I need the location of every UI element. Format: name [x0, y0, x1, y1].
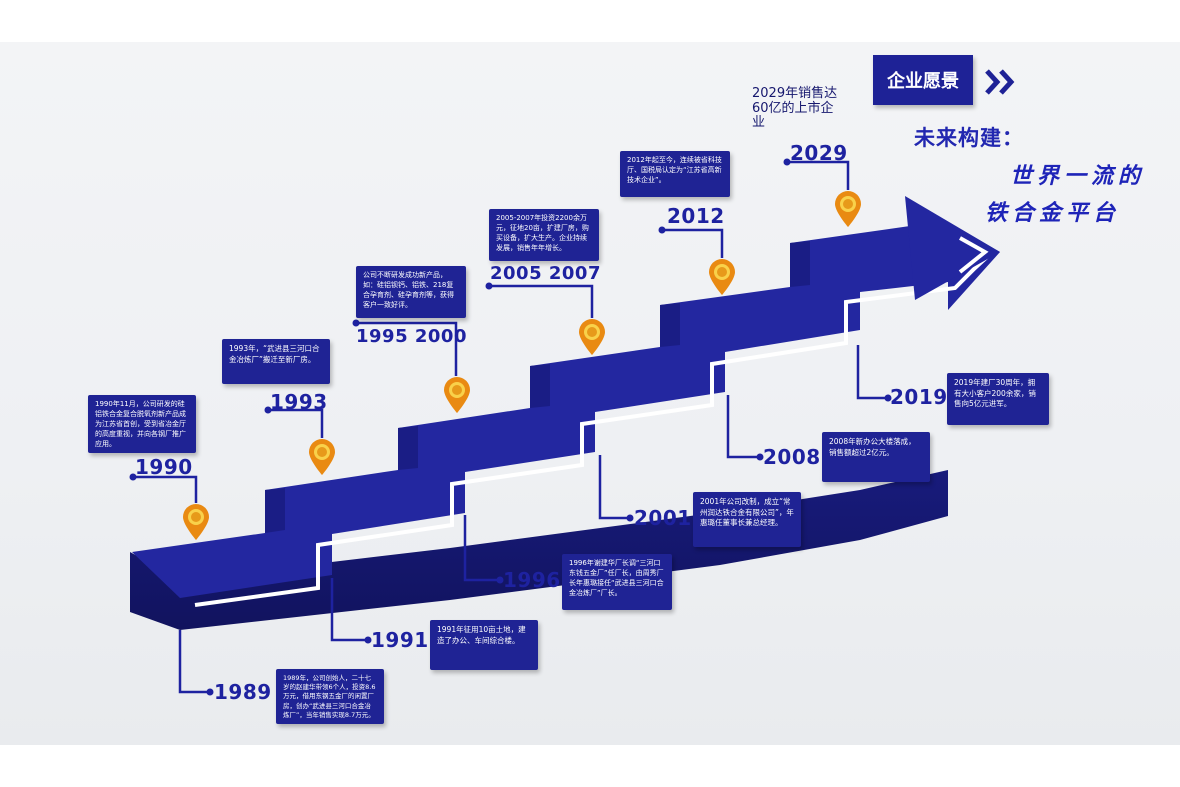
staircase-top-face [132, 200, 1000, 598]
location-pin-icon [183, 504, 209, 540]
slogan-line-1: 世界一流的 [1010, 163, 1146, 189]
milestone-text-1990: 1990年11月，公司研发的硅铝铁合金复合脱氧剂新产品成为江苏省首创，受到省冶金… [88, 395, 196, 453]
double-chevron-right-icon [985, 69, 1015, 95]
milestone-text-2012: 2012年起至今，连续被省科技厅、国税局认定为“江苏省高新技术企业”。 [620, 151, 730, 197]
vision-goal-year: 2029 [790, 141, 848, 165]
future-title: 未来构建： [914, 126, 1024, 150]
staircase-white-stripe [194, 254, 990, 607]
milestone-year-2019: 2019 [890, 385, 948, 409]
milestone-text-1989: 1989年，公司创始人，二十七岁的赵建华带领6个人，投资8.6万元，借用东钢五金… [276, 669, 384, 724]
milestone-year-1995-2000: 1995 2000 [356, 326, 467, 347]
milestone-text-1991: 1991年征用10亩土地，建造了办公、车间综合楼。 [430, 620, 538, 670]
vision-badge: 企业愿景 [873, 55, 973, 105]
milestone-text-2008: 2008年新办公大楼落成，销售额超过2亿元。 [822, 432, 930, 482]
location-pin-icon [579, 319, 605, 355]
milestone-text-2019: 2019年建厂30周年，拥有大小客户200余家，销售向5亿元进军。 [947, 373, 1049, 425]
arrow-head-icon [905, 196, 1000, 300]
location-pin-icon [309, 439, 335, 475]
milestone-year-1991: 1991 [371, 628, 429, 652]
milestone-year-2001: 2001 [634, 506, 692, 530]
milestone-year-1990: 1990 [135, 455, 193, 479]
milestone-text-1995-2000: 公司不断研发成功新产品，如：硅铝钡钙、铝铁、218复合孕育剂、硅孕育剂等，获得客… [356, 266, 466, 318]
milestone-year-2005-2007: 2005 2007 [490, 263, 601, 284]
milestone-year-2008: 2008 [763, 445, 821, 469]
location-pin-icon [444, 377, 470, 413]
location-pin-icon [835, 191, 861, 227]
milestone-year-2012: 2012 [667, 204, 725, 228]
milestone-year-1989: 1989 [214, 680, 272, 704]
slogan-line-2: 铁合金平台 [985, 200, 1121, 226]
vision-goal-text: 2029年销售达60亿的上市企业 [752, 86, 838, 131]
location-pin-icon [709, 259, 735, 295]
milestone-text-2005-2007: 2005-2007年投资2200余万元，征地20亩，扩建厂房，购买设备，扩大生产… [489, 209, 599, 261]
milestone-year-1996: 1996 [503, 568, 561, 592]
milestone-year-1993: 1993 [270, 390, 328, 414]
milestone-text-1993: 1993年，“武进县三河口合金冶炼厂”搬迁至新厂房。 [222, 339, 330, 384]
milestone-text-2001: 2001年公司改制，成立“常州润达铁合金有限公司”，年惠璐任董事长兼总经理。 [693, 492, 801, 547]
milestone-text-1996: 1996年谢建华厂长调“三河口东钱五金厂”任厂长，由周秀厂长年惠璐接任“武进县三… [562, 554, 672, 610]
bottom-connectors [178, 345, 888, 694]
top-connectors [133, 160, 850, 503]
